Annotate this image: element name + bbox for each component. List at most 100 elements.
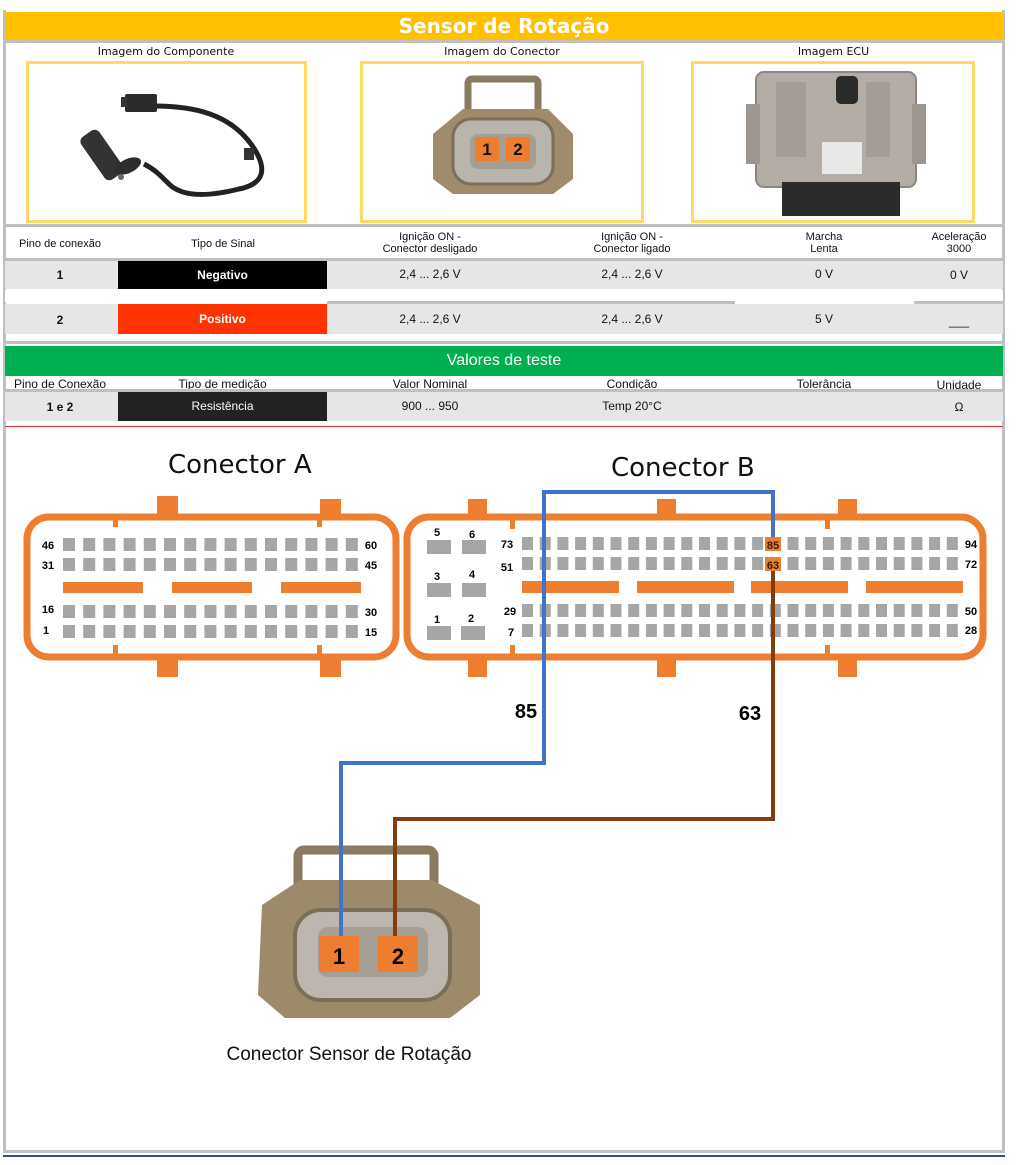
connector-pin-1-label: 1 (482, 140, 491, 159)
col-header-measurement-type: Tipo de medição (178, 377, 267, 391)
connector-pin (305, 558, 318, 571)
connector-pin (575, 557, 587, 570)
connector-a-title: Conector A (168, 450, 312, 480)
connector-pin (610, 624, 622, 637)
connector-pin (63, 538, 75, 551)
connector-pin (592, 624, 604, 637)
connector-pin (285, 538, 298, 551)
connector-pin (911, 537, 923, 550)
connector-pin (522, 624, 533, 637)
connector-b: 5 6 3 4 1 2 73 51 29 7 94 72 50 28 (403, 499, 987, 677)
connector-a-row-label: 16 (42, 604, 54, 616)
connector-pin (610, 537, 622, 550)
connector-pin (681, 537, 693, 550)
connector-pin (805, 604, 817, 617)
row1-ign-connected: 2,4 ... 2,6 V (601, 267, 663, 281)
connector-pin (164, 538, 176, 551)
col-header-pin: Pino de conexão (19, 238, 101, 250)
header-line: Conector ligado (593, 243, 671, 255)
connector-pin (699, 604, 710, 617)
connector-pin (858, 604, 870, 617)
connector-pin (522, 557, 533, 570)
connector-pin (557, 537, 569, 550)
highlighted-pin-85-label: 85 (767, 540, 779, 552)
test-row-pin: 1 e 2 (46, 400, 74, 414)
connector-b-row-label: 51 (501, 562, 513, 574)
connector-pin (103, 605, 116, 618)
connector-pin (244, 625, 257, 638)
connector-pin (123, 605, 136, 618)
row2-idle: 5 V (814, 312, 833, 326)
side-pin-label: 5 (434, 527, 440, 539)
connector-pin (184, 558, 197, 571)
connector-pin (610, 604, 622, 617)
connector-pin (325, 558, 338, 571)
row1-idle: 0 V (814, 267, 833, 281)
divider (327, 301, 735, 304)
connector-a-row-label: 45 (365, 560, 377, 572)
connector-pin (805, 557, 817, 570)
connector-pin (645, 557, 657, 570)
connector-pin (805, 624, 817, 637)
col-header-nominal: Valor Nominal (392, 377, 468, 391)
connector-b-row-label: 28 (965, 625, 977, 637)
connector-pin (946, 537, 958, 550)
connector-pin (63, 558, 75, 571)
connector-pin (345, 625, 358, 638)
bottom-rule (3, 1155, 1005, 1157)
divider (5, 426, 1003, 427)
connector-pin (224, 605, 237, 618)
connector-a-row-label: 30 (365, 607, 377, 619)
connector-pin (83, 605, 96, 618)
row1-signal-type: Negativo (118, 261, 327, 289)
connector-pin (716, 604, 728, 617)
connector-pin (876, 557, 887, 570)
test-row-unit: Ω (954, 400, 964, 414)
connector-pin (63, 605, 75, 618)
connector-pin (522, 537, 533, 550)
col-header-condition: Condição (606, 377, 658, 391)
crank-sensor-illustration (80, 94, 265, 197)
connector-pin (699, 537, 710, 550)
connector-pin (628, 537, 640, 550)
test-row-measurement-type: Resistência (118, 392, 327, 421)
highlighted-pin-63 (765, 557, 781, 571)
header-line: Ignição ON - (399, 231, 461, 243)
col-header-test-pin: Pino de Conexão (13, 377, 107, 391)
connector-pin (946, 624, 958, 637)
wire-pin-85 (339, 490, 775, 940)
connector-pin (204, 558, 217, 571)
connector-pin (787, 557, 799, 570)
header-line: Marcha (805, 231, 843, 243)
ecu-image-label: Imagem ECU (797, 45, 870, 58)
col-header-signal-type: Tipo de Sinal (191, 238, 255, 250)
connector-pin (164, 558, 176, 571)
connector-pin (893, 557, 905, 570)
wire-pin-63 (393, 566, 775, 940)
connector-pin (204, 605, 217, 618)
header-line: Lenta (810, 243, 838, 255)
connector-pin (265, 558, 277, 571)
connector-a-row-label: 15 (365, 627, 377, 639)
connector-pin (681, 624, 693, 637)
connector-pin (787, 537, 799, 550)
connector-pin (103, 538, 116, 551)
connector-pin (83, 538, 96, 551)
connector-pin (822, 624, 834, 637)
header-line: Ignição ON - (601, 231, 663, 243)
side-pin-label: 2 (468, 613, 474, 625)
connector-pin (929, 604, 941, 617)
row-spacer (5, 290, 1003, 302)
divider (5, 224, 1003, 227)
connector-pin (699, 624, 710, 637)
connector-pin (224, 538, 237, 551)
col-header-ign-connected: Ignição ON - Conector ligado (530, 231, 734, 255)
connector-pin (663, 557, 675, 570)
row2-pin: 2 (56, 313, 64, 327)
connector-pin (876, 537, 887, 550)
connector-pin (929, 557, 941, 570)
connector-pin (592, 604, 604, 617)
connector-pin (123, 625, 136, 638)
connector-pin (123, 558, 136, 571)
component-image-label: Imagem do Componente (97, 45, 235, 58)
